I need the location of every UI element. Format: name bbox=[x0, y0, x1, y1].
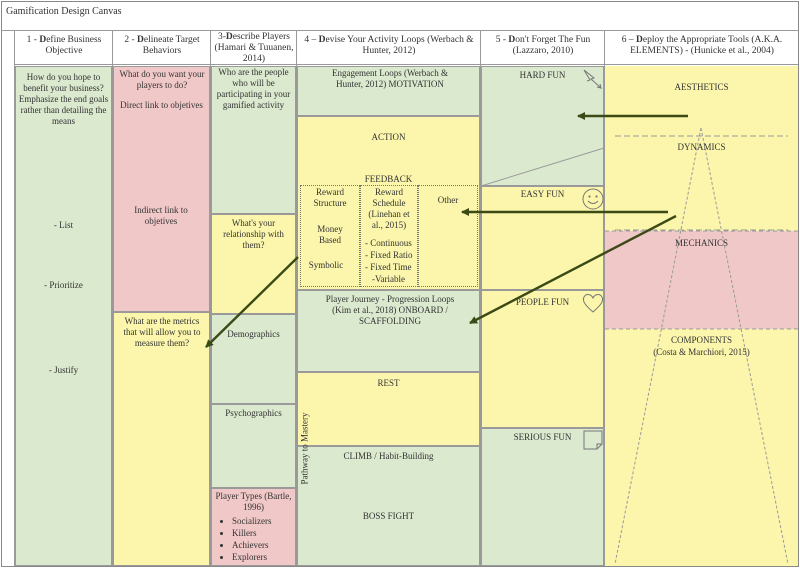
column-header-5: 5 - Don't Forget The Fun (Lazzaro, 2010) bbox=[495, 35, 591, 56]
col2-behaviors-panel bbox=[113, 66, 210, 312]
reward-schedule-items: - Continuous - Fixed Ratio - Fixed Time … bbox=[365, 237, 419, 285]
col5-hard-fun-panel bbox=[481, 66, 604, 186]
easy-fun-label: EASY FUN bbox=[520, 189, 565, 199]
col1-question: How do you hope to benefit your business… bbox=[18, 72, 109, 126]
money-based: Money Based bbox=[317, 224, 343, 245]
col4-engagement: Engagement Loops (Werbach & Hunter, 2012… bbox=[332, 68, 448, 89]
col1-item-prioritize: - Prioritize bbox=[44, 280, 83, 290]
hard-fun-label: HARD FUN bbox=[519, 70, 566, 80]
dynamics-label: DYNAMICS bbox=[677, 142, 726, 152]
column-header-3: 3-Describe Players (Hamari & Tuuanen, 20… bbox=[214, 32, 294, 64]
symbolic: Symbolic bbox=[308, 260, 344, 270]
col2-direct-link: Direct link to objetives bbox=[120, 100, 203, 110]
hard-fun-divider bbox=[481, 147, 605, 187]
col4-climb: CLIMB / Habit-Building bbox=[343, 451, 434, 461]
reward-structure: Reward Structure bbox=[313, 187, 347, 208]
header-divider bbox=[296, 30, 297, 566]
col3-player-types-list: Socializers Killers Achievers Explorers bbox=[216, 515, 294, 563]
header-divider bbox=[112, 30, 113, 566]
arrow-relationship-to-metrics bbox=[205, 256, 299, 348]
heart-icon bbox=[582, 294, 604, 313]
col2-question: What do you want your players to do? bbox=[119, 69, 205, 90]
col4-action: ACTION bbox=[371, 132, 406, 142]
components-label: COMPONENTS bbox=[670, 335, 732, 345]
other-box bbox=[418, 185, 478, 287]
lightning-icon bbox=[583, 69, 602, 90]
header-divider bbox=[210, 30, 211, 566]
col4-feedback: FEEDBACK bbox=[364, 174, 413, 184]
reward-structure-box bbox=[300, 185, 360, 287]
col4-climb-panel bbox=[297, 446, 480, 566]
aesthetics-label: AESTHETICS bbox=[674, 82, 729, 92]
col4-engagement-panel bbox=[297, 66, 480, 116]
reward-schedule-box bbox=[360, 185, 418, 287]
mechanics-label: MECHANICS bbox=[674, 238, 728, 248]
col3-relationship: What's your relationship with them? bbox=[223, 218, 284, 250]
canvas-title: Gamification Design Canvas bbox=[6, 6, 122, 17]
schedule-item: - Continuous bbox=[365, 238, 412, 248]
column-header-4: 4 – Devise Your Activity Loops (Werbach … bbox=[304, 35, 474, 56]
smiley-icon bbox=[582, 188, 604, 210]
col2-metrics-panel bbox=[113, 312, 210, 566]
col2-metrics: What are the metrics that will allow you… bbox=[123, 316, 201, 348]
header-divider bbox=[14, 64, 798, 65]
col1-item-justify: - Justify bbox=[48, 365, 79, 375]
col4-rest: REST bbox=[377, 378, 400, 388]
header-divider bbox=[14, 30, 15, 566]
player-type-item: Killers bbox=[232, 527, 294, 539]
col3-psychographics: Psychographics bbox=[225, 408, 282, 418]
player-type-item: Socializers bbox=[232, 515, 294, 527]
other-rewards: Other bbox=[437, 195, 459, 205]
header-row bbox=[1, 30, 799, 31]
col1-item-list: - List bbox=[53, 220, 74, 230]
col5-serious-fun-panel bbox=[481, 428, 604, 566]
mechanics-band bbox=[605, 231, 798, 329]
schedule-item: - Fixed Ratio bbox=[365, 250, 413, 260]
col1-panel bbox=[15, 66, 112, 566]
col3-who: Who are the people who will be participa… bbox=[216, 67, 291, 110]
col4-boss-fight: BOSS FIGHT bbox=[362, 511, 415, 521]
col4-journey-panel bbox=[297, 290, 480, 372]
header-divider bbox=[604, 30, 605, 566]
col4-journey: Player Journey - Progression Loops (Kim … bbox=[325, 294, 455, 326]
components-reference: (Costa & Marchiori, 2015) bbox=[653, 347, 750, 357]
col3-psychographics-panel bbox=[211, 404, 296, 488]
people-fun-label: PEOPLE FUN bbox=[515, 297, 570, 307]
mda-pyramid bbox=[605, 127, 798, 565]
col3-player-types-title: Player Types (Bartle, 1996) bbox=[215, 491, 292, 512]
col4-action-panel bbox=[297, 116, 480, 290]
note-icon bbox=[583, 430, 603, 450]
column-header-1: 1 - Define Business Objective bbox=[26, 35, 102, 56]
player-type-item: Achievers bbox=[232, 539, 294, 551]
schedule-item: - Fixed Time bbox=[365, 262, 412, 272]
column-header-2: 2 - Delineate Target Behaviors bbox=[124, 35, 200, 56]
col4-rest-panel bbox=[297, 372, 480, 446]
player-type-item: Explorers bbox=[232, 551, 294, 563]
schedule-item: -Variable bbox=[372, 274, 405, 284]
col2-indirect-link: Indirect link to objetives bbox=[134, 205, 188, 226]
col3-who-panel bbox=[211, 66, 296, 214]
header-divider bbox=[480, 30, 481, 566]
arrow-tools-to-onboard bbox=[469, 214, 677, 325]
col3-demographics: Demographics bbox=[227, 329, 280, 339]
serious-fun-label: SERIOUS FUN bbox=[513, 432, 572, 442]
col5-people-fun-panel bbox=[481, 290, 604, 428]
column-header-6: 6 – Deploy the Appropriate Tools (A.K.A.… bbox=[621, 35, 783, 56]
col3-player-types-panel bbox=[211, 488, 296, 566]
col3-relationship-panel bbox=[211, 214, 296, 314]
reward-schedule: Reward Schedule (Linehan et al., 2015) bbox=[368, 187, 410, 230]
